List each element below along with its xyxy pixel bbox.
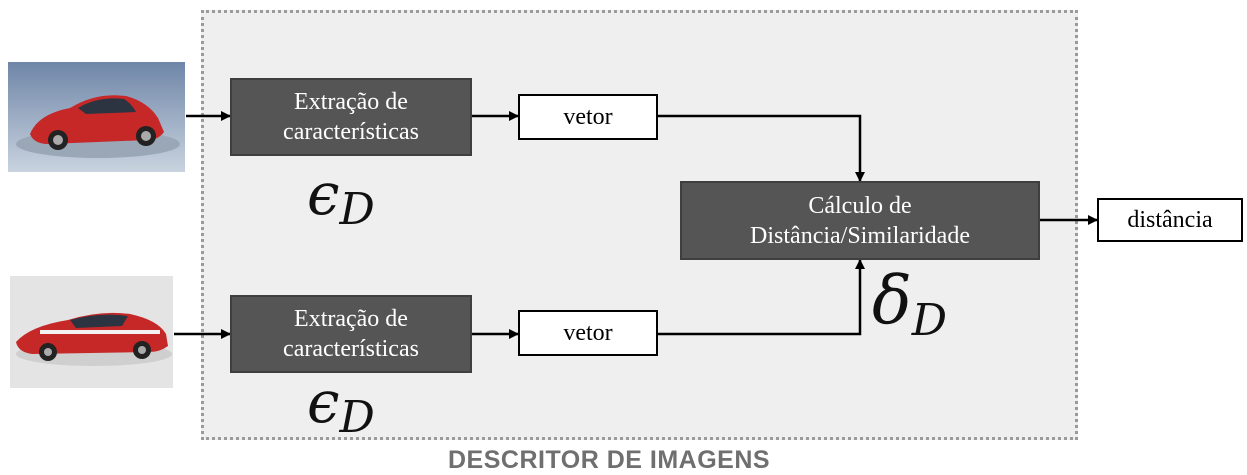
vector-top-label: vetor (563, 103, 613, 130)
feature-extractor-bottom-line2: características (283, 336, 419, 362)
vector-box-top: vetor (518, 94, 658, 140)
feature-extractor-top-line2: características (283, 119, 419, 145)
epsilon-d-symbol-top: ϵD (307, 160, 375, 235)
vector-bottom-label: vetor (563, 319, 613, 346)
arrow-vector-bottom-to-calc (658, 259, 865, 336)
distance-calc-line1: Cálculo de (808, 192, 912, 219)
epsilon-symbol-top: ϵ (307, 160, 340, 228)
epsilon-symbol-bottom: ϵ (307, 368, 340, 436)
delta-symbol: δ (872, 262, 912, 339)
distance-calculation-box: Cálculo de Distância/Similaridade (680, 181, 1040, 260)
feature-extractor-bottom: Extração de características (230, 295, 472, 373)
feature-extractor-top-line1: Extração de (294, 89, 408, 115)
epsilon-subscript-bottom: D (339, 392, 375, 443)
epsilon-d-symbol-bottom: ϵD (307, 368, 375, 443)
distance-output-label: distância (1127, 206, 1213, 233)
distance-output-box: distância (1097, 198, 1243, 242)
distance-calc-line2: Distância/Similaridade (750, 222, 970, 249)
arrow-vector-top-to-calc (658, 114, 865, 182)
delta-d-symbol: δD (872, 262, 947, 346)
epsilon-subscript-top: D (339, 184, 375, 235)
descriptor-caption: DESCRITOR DE IMAGENS (448, 446, 771, 474)
delta-subscript: D (911, 295, 948, 346)
feature-extractor-bottom-line1: Extração de (294, 306, 408, 332)
feature-extractor-top: Extração de características (230, 78, 472, 156)
vector-box-bottom: vetor (518, 310, 658, 356)
input-image-top (8, 62, 185, 172)
input-image-bottom (10, 276, 173, 388)
